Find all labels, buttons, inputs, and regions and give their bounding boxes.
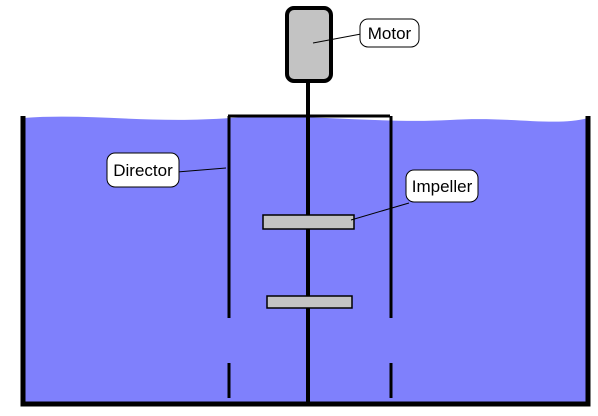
motor-label: Motor — [359, 18, 420, 48]
motor — [285, 6, 333, 83]
motor-label-box — [359, 18, 420, 48]
tank-wall — [20, 116, 591, 407]
director-label: Director — [106, 152, 180, 188]
impeller-label-box — [405, 169, 479, 203]
director-label-box — [106, 152, 180, 188]
impeller-label-text: Impeller — [412, 177, 473, 196]
motor-leader-line — [312, 33, 362, 44]
motor-label-text: Motor — [368, 24, 412, 43]
impeller-leader-line — [350, 202, 410, 221]
impeller-label: Impeller — [405, 169, 479, 203]
impeller-blade-upper — [262, 214, 355, 230]
impeller-blade-lower — [266, 295, 353, 309]
director-label-text: Director — [113, 161, 173, 180]
director-leader-line — [176, 167, 227, 173]
